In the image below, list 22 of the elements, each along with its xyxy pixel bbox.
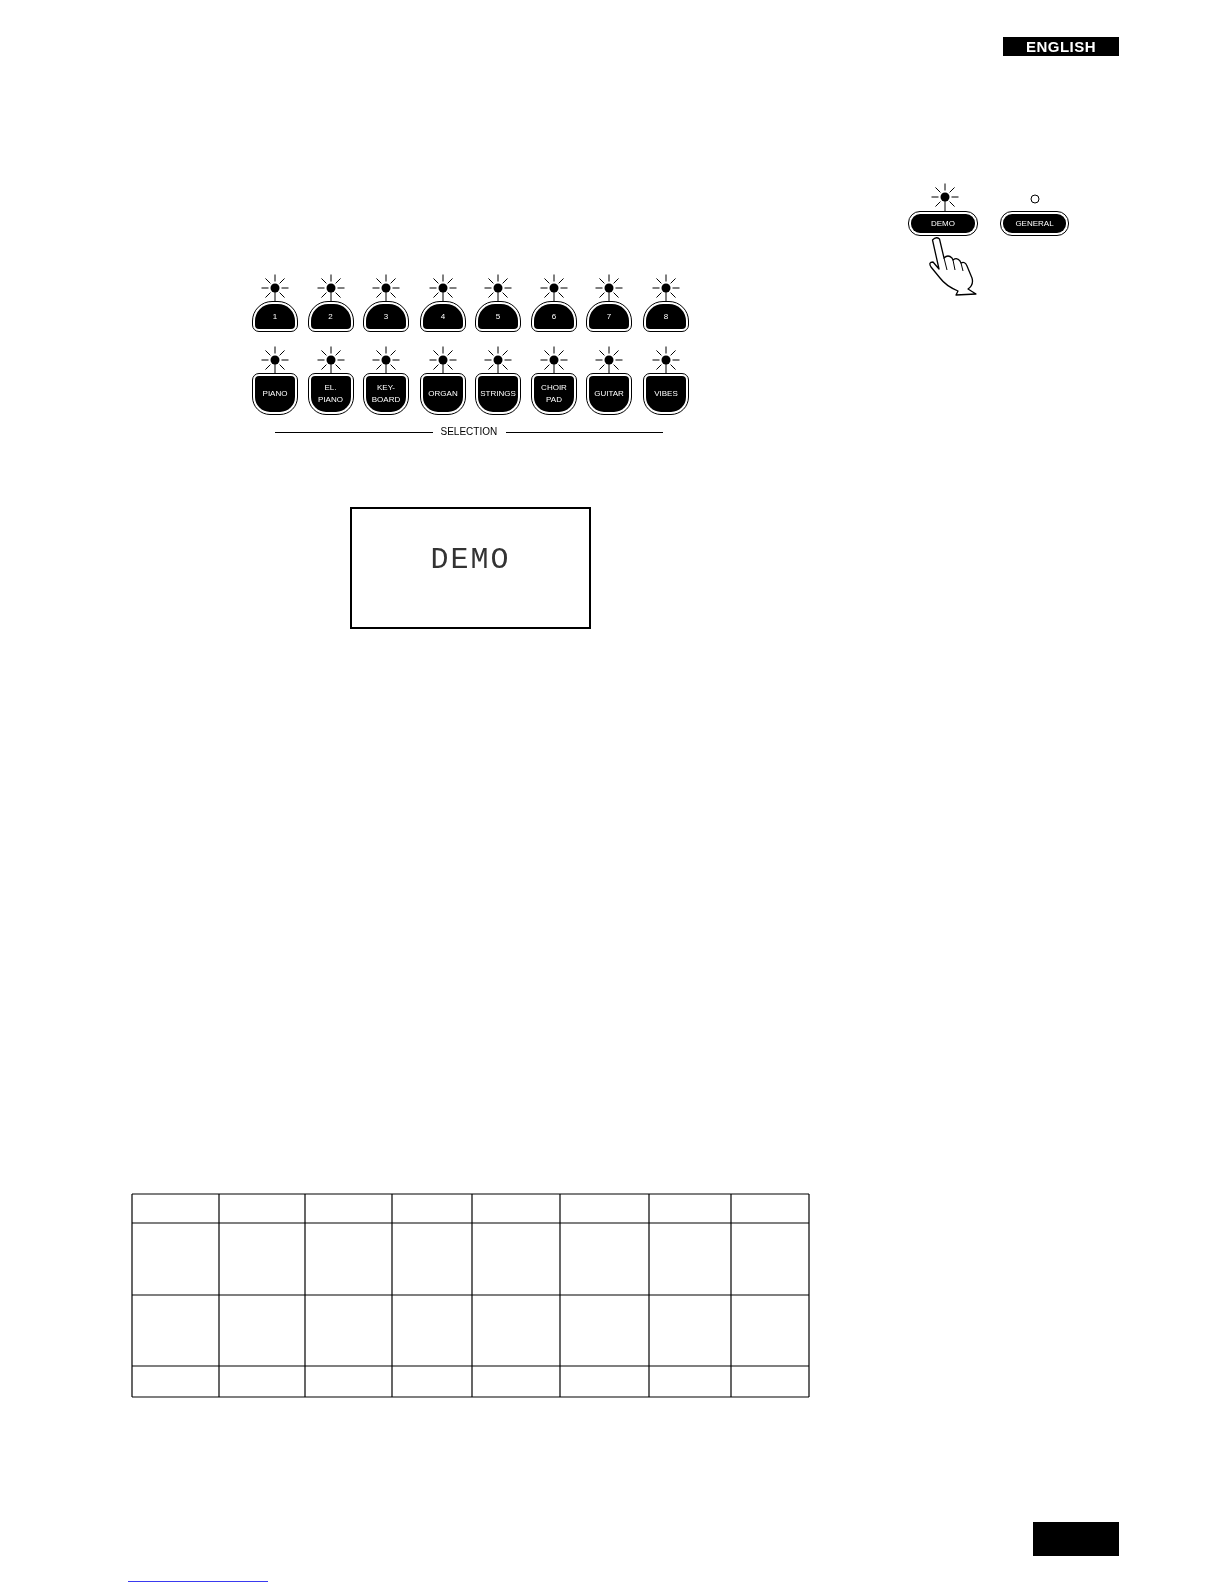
voice-button: ORGAN	[420, 373, 466, 415]
panel-button: GENERAL	[1000, 211, 1069, 236]
voice-button: KEY- BOARD	[363, 373, 409, 415]
lcd-display: DEMO	[350, 507, 591, 629]
language-tab: ENGLISH	[1003, 37, 1119, 56]
page-tab	[1033, 1522, 1119, 1556]
voice-button: PIANO	[252, 373, 298, 415]
number-button: 6	[531, 301, 577, 332]
number-button: 5	[475, 301, 521, 332]
voice-button: CHOIR PAD	[531, 373, 577, 415]
number-button: 8	[643, 301, 689, 332]
number-button: 3	[363, 301, 409, 332]
number-button: 2	[307, 301, 354, 332]
voice-button: GUITAR	[586, 373, 632, 415]
panel-button: DEMO	[908, 211, 978, 236]
voice-button: VIBES	[643, 373, 689, 415]
number-button: 7	[586, 301, 632, 332]
voice-button: EL. PIANO	[307, 373, 354, 415]
number-button: 1	[252, 301, 298, 332]
voice-button: STRINGS	[475, 373, 521, 415]
section-label: SELECTION	[440, 426, 498, 437]
number-button: 4	[420, 301, 466, 332]
